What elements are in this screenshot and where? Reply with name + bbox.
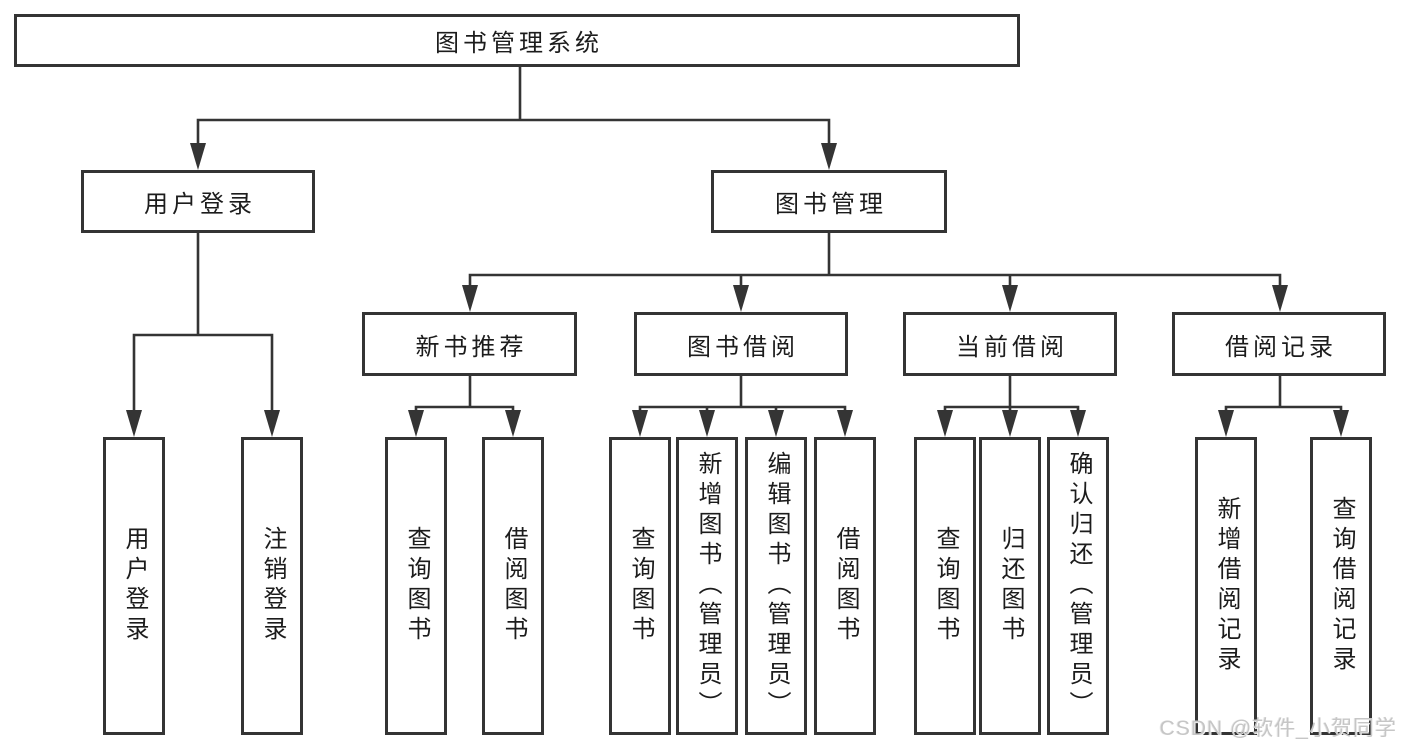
node-label: 图书管理系统 (435, 30, 603, 57)
node-label: 用户登录 (121, 526, 148, 646)
node-add-borrow-record: 新增借阅记录 (1195, 437, 1257, 735)
node-query-books-recommend: 查询图书 (385, 437, 447, 735)
node-label: 查询借阅记录 (1328, 496, 1355, 676)
node-query-books-borrowing: 查询图书 (609, 437, 671, 735)
node-confirm-return-admin: 确认归还（管理员） (1047, 437, 1109, 735)
node-current-borrowing: 当前借阅 (903, 312, 1117, 376)
node-label: 查询图书 (403, 526, 430, 646)
node-label: 图书借阅 (687, 333, 799, 361)
node-label: 查询图书 (627, 526, 654, 646)
node-book-management: 图书管理 (711, 170, 947, 233)
node-label: 借阅记录 (1225, 333, 1337, 361)
node-label: 查询图书 (932, 526, 959, 646)
node-book-borrowing: 图书借阅 (634, 312, 848, 376)
node-label: 编辑图书（管理员） (763, 451, 790, 721)
node-new-book-recommendation: 新书推荐 (362, 312, 577, 376)
node-label: 当前借阅 (956, 333, 1068, 361)
node-user-login: 用户登录 (81, 170, 315, 233)
node-label: 确认归还（管理员） (1065, 451, 1092, 721)
node-label: 注销登录 (259, 526, 286, 646)
node-query-borrow-record: 查询借阅记录 (1310, 437, 1372, 735)
node-edit-book-admin: 编辑图书（管理员） (745, 437, 807, 735)
node-query-books-current: 查询图书 (914, 437, 976, 735)
node-borrowing-records: 借阅记录 (1172, 312, 1386, 376)
node-library-management-system: 图书管理系统 (14, 14, 1020, 67)
node-borrow-books-leaf: 借阅图书 (814, 437, 876, 735)
node-label: 用户登录 (144, 191, 256, 218)
node-label: 借阅图书 (500, 526, 527, 646)
node-label: 新增借阅记录 (1213, 496, 1240, 676)
node-add-book-admin: 新增图书（管理员） (676, 437, 738, 735)
csdn-watermark: CSDN @软件_小贺同学 (1159, 717, 1397, 740)
node-label: 归还图书 (997, 526, 1024, 646)
node-label: 新增图书（管理员） (694, 451, 721, 721)
node-label: 借阅图书 (832, 526, 859, 646)
node-logout-leaf: 注销登录 (241, 437, 303, 735)
node-label: 新书推荐 (415, 333, 528, 361)
node-label: 图书管理 (775, 191, 887, 218)
node-return-books: 归还图书 (979, 437, 1041, 735)
node-borrow-books-recommend: 借阅图书 (482, 437, 544, 735)
node-user-login-leaf: 用户登录 (103, 437, 165, 735)
